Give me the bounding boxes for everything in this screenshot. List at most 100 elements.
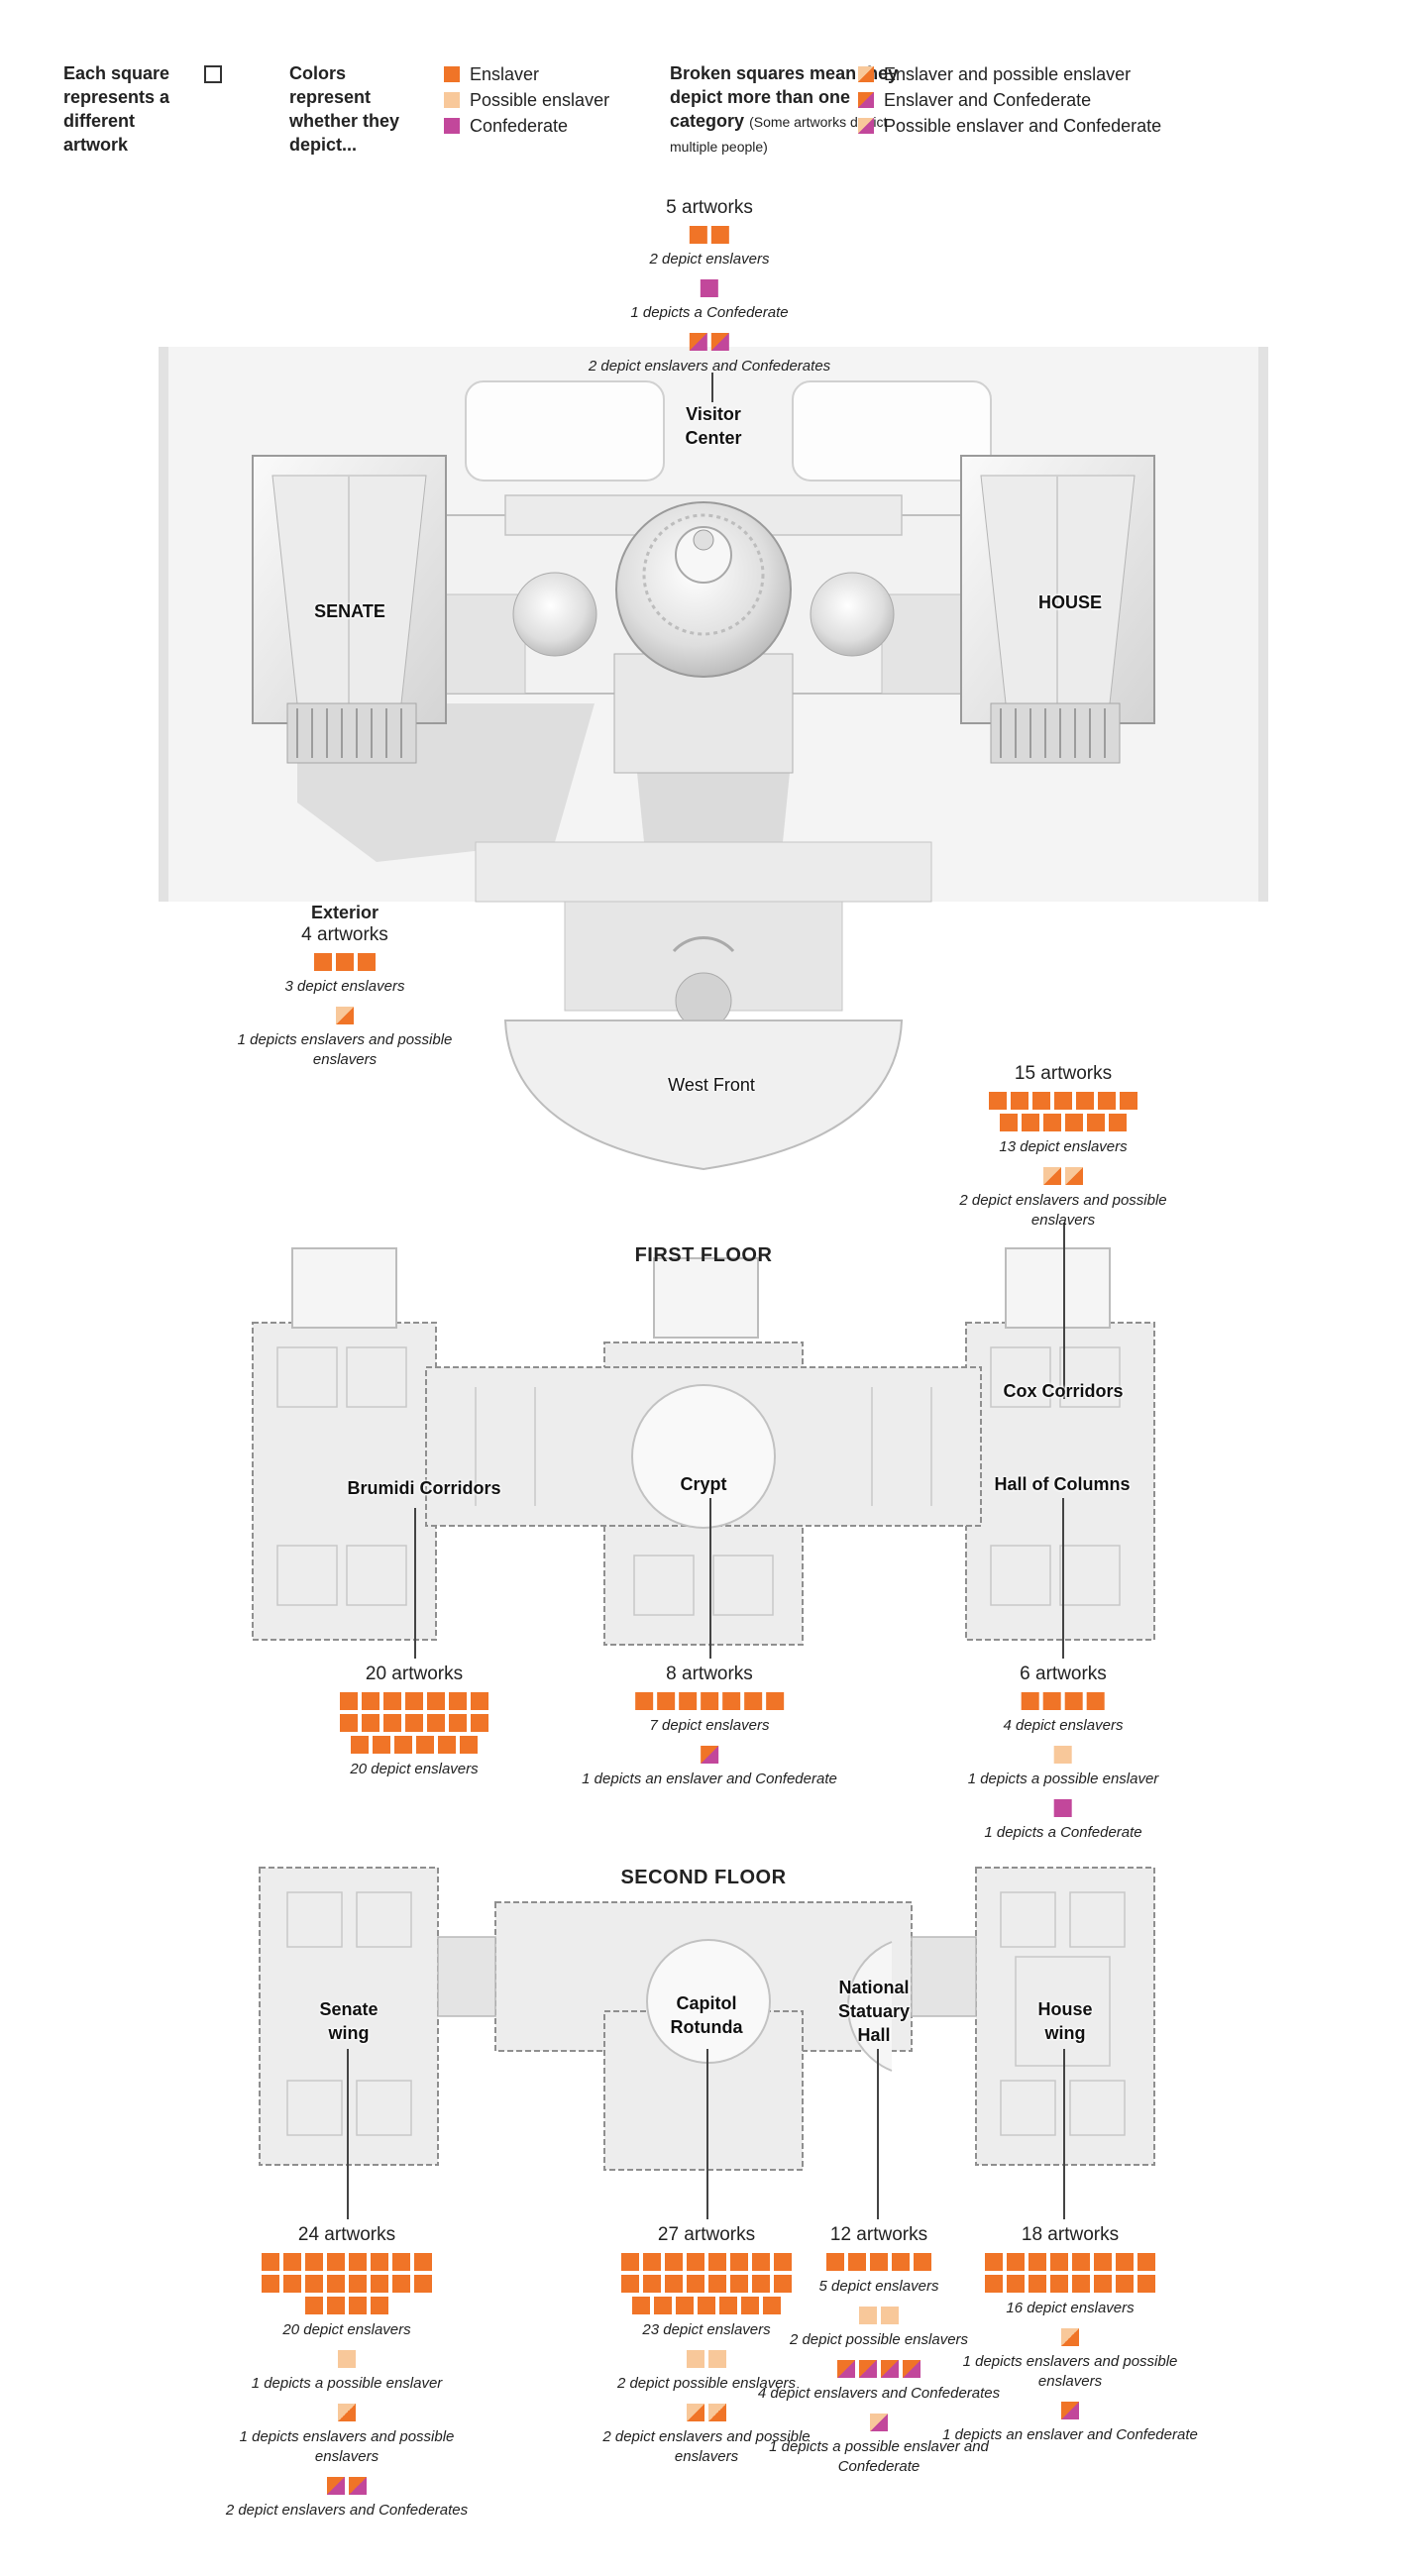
artwork-caption: 5 depict enslavers [818, 2278, 939, 2295]
leader-visitor-center [711, 373, 713, 402]
artwork-square [654, 2297, 672, 2314]
artwork-square [902, 2360, 920, 2378]
artwork-square [1028, 2275, 1046, 2293]
artwork-square [1098, 1092, 1116, 1110]
artwork-subgroup: 23 depict enslavers [621, 2251, 792, 2340]
artwork-square [349, 2253, 367, 2271]
artwork-square [262, 2253, 279, 2271]
artwork-caption: 1 depicts a possible enslaver [251, 2375, 443, 2392]
leader-brumidi [414, 1508, 416, 1659]
artwork-caption: 2 depict possible enslavers [616, 2375, 797, 2392]
artwork-square [635, 1692, 653, 1710]
artwork-square [870, 2414, 888, 2431]
group-count: 6 artworks [1020, 1664, 1107, 1684]
artwork-square [405, 1714, 423, 1732]
artwork-subgroup: 1 depicts a possible enslaver and Confed… [750, 2412, 1008, 2477]
artwork-square [707, 2350, 726, 2368]
artwork-square [449, 1714, 467, 1732]
artwork-square [327, 2275, 345, 2293]
artwork-caption: 1 depicts a possible enslaver and Confed… [769, 2438, 989, 2475]
map-label-crypt: Crypt [680, 1474, 727, 1494]
artwork-caption: 2 depict enslavers and possible enslaver… [602, 2428, 811, 2465]
artwork-square [1137, 2275, 1155, 2293]
artwork-square [836, 2360, 855, 2378]
artwork-square [1065, 1114, 1083, 1131]
artwork-subgroup: 2 depict possible enslavers [617, 2348, 796, 2394]
artwork-caption: 1 depicts enslavers and possible enslave… [239, 2428, 455, 2465]
artwork-square [914, 2253, 931, 2271]
legend-empty-square-icon [204, 65, 222, 83]
leader-senate-wing [347, 2049, 349, 2219]
group-count: 27 artworks [657, 2224, 756, 2245]
legend-color-items: Enslaver Possible enslaver Confederate [444, 61, 609, 139]
legend-item-ec: Enslaver and Confederate [858, 87, 1161, 113]
map-label-house: HOUSE [1037, 592, 1103, 612]
artwork-square [701, 1692, 718, 1710]
artwork-square [416, 1736, 434, 1754]
artwork-square [826, 2253, 844, 2271]
artwork-square [349, 2275, 367, 2293]
leader-statuary-hall [877, 2049, 879, 2219]
artwork-subgroup: 3 depict enslavers [284, 951, 405, 997]
artwork-square [427, 1692, 445, 1710]
artwork-square [676, 2297, 694, 2314]
artwork-square [1028, 2253, 1046, 2271]
artwork-square [336, 953, 354, 971]
map-label-brumidi: Brumidi Corridors [347, 1478, 501, 1498]
artwork-subgroup: 1 depicts enslavers and possible enslave… [218, 2402, 476, 2467]
artwork-caption: 2 depict enslavers [649, 251, 770, 268]
artwork-square [730, 2253, 748, 2271]
artwork-caption: 1 depicts enslavers and possible enslave… [237, 1031, 453, 1068]
artwork-square [1076, 1092, 1094, 1110]
artwork-square [686, 2350, 704, 2368]
artwork-subgroup: 2 depict enslavers and Confederates [226, 2475, 468, 2521]
artwork-square [1087, 1692, 1105, 1710]
artwork-subgroup: 4 depict enslavers [1004, 1690, 1123, 1736]
artwork-square [657, 1692, 675, 1710]
artwork-caption: 3 depict enslavers [284, 978, 405, 995]
artwork-square [1087, 1114, 1105, 1131]
legend-colors-title-text: Colors represent whether they depict... [289, 63, 400, 155]
possible-confederate-swatch-icon [858, 118, 874, 134]
artwork-square [340, 1714, 358, 1732]
artwork-square [1061, 2402, 1079, 2419]
artwork-square [722, 1692, 740, 1710]
artwork-square [305, 2253, 323, 2271]
map-label-hall-of-columns: Hall of Columns [994, 1474, 1131, 1494]
artwork-square [689, 333, 707, 351]
artwork-square [698, 2297, 715, 2314]
artwork-square [1072, 2253, 1090, 2271]
group-heading: Exterior [310, 903, 379, 922]
artwork-square [687, 2253, 704, 2271]
artwork-caption: 2 depict possible enslavers [789, 2331, 969, 2348]
artwork-square [326, 2477, 345, 2495]
artwork-square [1043, 1114, 1061, 1131]
enslaver-possible-swatch-icon [858, 66, 874, 82]
leader-crypt [709, 1498, 711, 1659]
legend-each-square-text: Each square represents a different artwo… [63, 63, 170, 155]
artwork-square [708, 2253, 726, 2271]
artwork-square [719, 2297, 737, 2314]
artwork-square [1094, 2253, 1112, 2271]
artwork-subgroup: 1 depicts a possible enslaver [968, 1744, 1158, 1789]
possible-enslaver-swatch-icon [444, 92, 460, 108]
artwork-square [665, 2275, 683, 2293]
artwork-square [665, 2253, 683, 2271]
artwork-subgroup: 20 depict enslavers [262, 2251, 432, 2340]
artwork-subgroup: 7 depict enslavers [635, 1690, 784, 1736]
artwork-square [1050, 2253, 1068, 2271]
artwork-square [1137, 2253, 1155, 2271]
map-label-cox-corridors: Cox Corridors [1003, 1381, 1124, 1401]
legend-item-confederate: Confederate [444, 113, 609, 139]
artwork-square [1065, 1167, 1083, 1185]
artwork-square [362, 1692, 379, 1710]
second-floor-plan [259, 1867, 1155, 2171]
legend-item-label: Possible enslaver [470, 90, 610, 110]
artwork-square [1000, 1114, 1018, 1131]
